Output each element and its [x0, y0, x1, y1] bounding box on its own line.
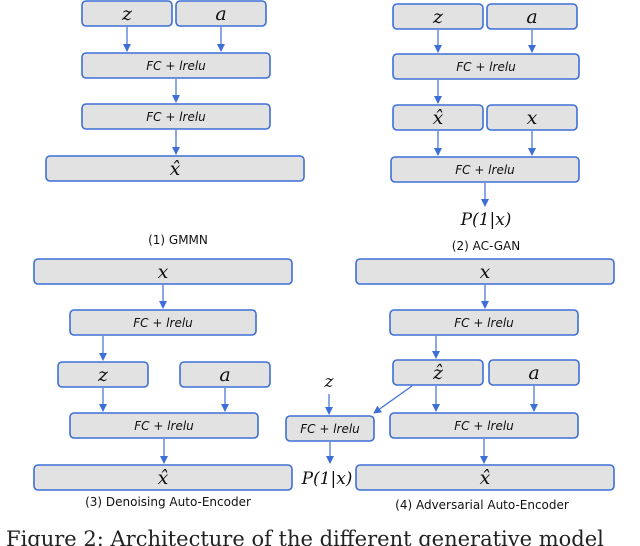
dae-caption: (3) Denoising Auto-Encoder [85, 495, 251, 509]
dae-x-box: x [33, 258, 293, 285]
acgan-output-label: P(1|x) [460, 210, 512, 230]
aae-a-box: a [488, 359, 580, 386]
svg-text:x̂: x̂ [433, 107, 444, 129]
aae-fc2-box: FC + lrelu [389, 412, 579, 439]
svg-text:z: z [432, 6, 444, 28]
gmmn-fc2-box: FC + lrelu [81, 103, 271, 130]
aae-caption: (4) Adversarial Auto-Encoder [395, 498, 569, 512]
svg-text:x̂: x̂ [480, 467, 491, 489]
svg-text:z: z [121, 3, 133, 25]
svg-text:ẑ: ẑ [432, 362, 444, 384]
aae-arrow-zhat-discriminator [373, 385, 413, 414]
aae-output-label: P(1|x) [301, 469, 353, 489]
svg-text:x̂: x̂ [170, 158, 181, 180]
svg-text:FC + lrelu: FC + lrelu [454, 419, 514, 433]
acgan-x-box: x [486, 104, 578, 131]
acgan-a-box: a [486, 3, 578, 30]
svg-text:x: x [158, 261, 169, 283]
aae-zhat-box: ẑ [392, 359, 484, 386]
svg-text:FC + lrelu: FC + lrelu [456, 60, 516, 74]
aae-z-prior-label: z [324, 372, 335, 392]
gmmn-xhat-box: x̂ [45, 155, 305, 182]
gmmn-fc1-box: FC + lrelu [81, 52, 271, 79]
aae-xhat-box: x̂ [355, 464, 615, 491]
aae-x-box: x [355, 258, 615, 285]
acgan-fc2-box: FC + lrelu [390, 156, 580, 183]
svg-text:FC + lrelu: FC + lrelu [133, 316, 193, 330]
dae-z-box: z [57, 361, 149, 388]
svg-text:a: a [526, 6, 537, 28]
acgan-diagram: z a FC + lrelu x̂ x FC + lrelu P(1|x) (2… [390, 3, 580, 253]
svg-text:FC + lrelu: FC + lrelu [134, 419, 194, 433]
acgan-xhat-box: x̂ [392, 104, 484, 131]
svg-text:FC + lrelu: FC + lrelu [454, 316, 514, 330]
acgan-fc1-box: FC + lrelu [392, 53, 580, 80]
svg-text:a: a [528, 362, 539, 384]
gmmn-a-box: a [175, 0, 267, 27]
dae-diagram: x FC + lrelu z a FC + lrelu x̂ (3) Denoi… [33, 258, 293, 509]
svg-text:x̂: x̂ [158, 467, 169, 489]
aae-discriminator-fc-box: FC + lrelu [285, 415, 375, 442]
acgan-caption: (2) AC-GAN [452, 239, 520, 253]
aae-fc1-box: FC + lrelu [389, 309, 579, 336]
gmmn-z-box: z [81, 0, 173, 27]
acgan-z-box: z [392, 3, 484, 30]
svg-text:a: a [219, 364, 230, 386]
aae-diagram: x FC + lrelu ẑ a FC + lrelu x̂ z [285, 258, 615, 512]
figure-caption: Figure 2: Architecture of the different … [6, 527, 604, 546]
svg-text:x: x [527, 107, 538, 129]
svg-text:FC + lrelu: FC + lrelu [146, 59, 206, 73]
svg-text:x: x [480, 261, 491, 283]
dae-fc1-box: FC + lrelu [69, 309, 257, 336]
svg-text:FC + lrelu: FC + lrelu [300, 422, 360, 436]
gmmn-caption: (1) GMMN [148, 233, 208, 247]
dae-xhat-box: x̂ [33, 464, 293, 491]
dae-a-box: a [179, 361, 271, 388]
svg-text:FC + lrelu: FC + lrelu [146, 110, 206, 124]
dae-fc2-box: FC + lrelu [69, 412, 259, 439]
gmmn-diagram: z a FC + lrelu FC + lrelu x̂ (1) GMMN [45, 0, 305, 247]
svg-text:a: a [215, 3, 226, 25]
svg-text:FC + lrelu: FC + lrelu [455, 163, 515, 177]
svg-text:z: z [97, 364, 109, 386]
